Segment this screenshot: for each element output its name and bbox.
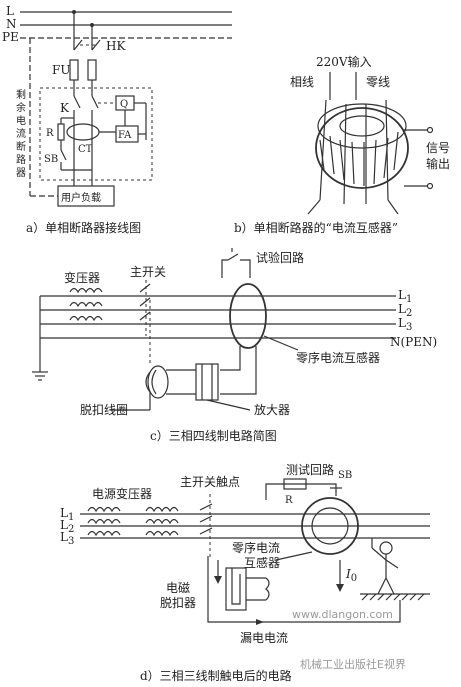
c-amplifier: 放大器 — [254, 402, 290, 417]
c-l2: L2 — [398, 302, 412, 319]
a-hk: HK — [106, 39, 126, 53]
svg-text:断: 断 — [16, 140, 26, 153]
a-q: Q — [120, 99, 128, 110]
d-em-2: 脱扣器 — [160, 595, 196, 610]
d-i0: I0 — [345, 567, 357, 584]
b-neutral: 零线 — [366, 75, 390, 89]
watermark: 机械工业出版社E视界 — [300, 657, 406, 671]
d-l2: L2 — [60, 518, 74, 535]
svg-text:剩: 剩 — [16, 88, 26, 101]
d-zero-seq-ct-1: 零序电流 — [232, 540, 280, 555]
a-k: K — [60, 101, 70, 115]
a-fu: FU — [52, 63, 70, 77]
b-phase: 相线 — [290, 75, 314, 89]
b-signal-2: 输出 — [426, 156, 450, 171]
d-power-transformer: 电源变压器 — [92, 486, 152, 501]
diagram-b: 220V输入 相线 零线 信号 输出 b）单相断路器的“电流互感器” — [234, 54, 450, 235]
c-caption: c）三相四线制电路简图 — [150, 428, 277, 443]
c-n-pen: N(PEN) — [390, 335, 437, 349]
diagram-a: L N PE HK FU 剩 余 电 流 断 路 器 — [2, 4, 232, 235]
a-caption: a）单相断路器接线图 — [26, 220, 141, 235]
svg-text:电: 电 — [16, 114, 26, 127]
svg-text:器: 器 — [16, 167, 26, 179]
a-fa: FA — [118, 130, 132, 141]
c-trip-coil: 脱扣线圈 — [80, 402, 128, 417]
d-main-contact: 主开关触点 — [180, 475, 240, 489]
d-l3: L3 — [60, 530, 74, 547]
a-load: 用户负载 — [61, 191, 101, 204]
svg-text:余: 余 — [16, 101, 26, 114]
c-zero-seq-ct: 零序电流互感器 — [296, 350, 380, 365]
c-l1: L1 — [398, 288, 412, 305]
d-test-loop: 测试回路 — [286, 462, 334, 477]
a-r: R — [46, 128, 54, 139]
b-caption: b）单相断路器的“电流互感器” — [234, 220, 398, 235]
diagram-c: 变压器 主开关 试验回路 L1 L2 L3 N(PEN) 零序电流互感器 — [32, 248, 437, 443]
svg-text:路: 路 — [16, 153, 26, 166]
a-line-n: N — [6, 17, 17, 31]
a-line-pe: PE — [2, 30, 19, 44]
c-test-loop: 试验回路 — [256, 250, 304, 265]
d-sb: SB — [338, 470, 352, 481]
b-input: 220V输入 — [316, 54, 372, 69]
c-transformer: 变压器 — [64, 270, 100, 285]
a-vertical-label: 剩 余 电 流 断 路 器 — [16, 88, 26, 179]
watermark-url: www.dlangon.com — [292, 608, 393, 621]
c-l3: L3 — [398, 316, 412, 333]
d-zero-seq-ct-2: 互感器 — [244, 555, 280, 570]
d-r: R — [285, 495, 293, 506]
a-sb: SB — [44, 154, 58, 165]
d-leak: 漏电电流 — [240, 631, 288, 645]
svg-text:流: 流 — [16, 127, 26, 140]
d-l1: L1 — [60, 506, 74, 523]
d-caption: d）三相三线制触电后的电路 — [140, 668, 292, 683]
c-main-switch: 主开关 — [130, 265, 166, 279]
diagram-d: 主开关触点 测试回路 SB 电源变压器 R L1 L2 L3 零序电流 互感器 — [60, 462, 430, 683]
d-em-1: 电磁 — [166, 580, 190, 595]
b-signal-1: 信号 — [426, 141, 450, 155]
a-ct: CT — [78, 144, 93, 155]
a-line-l: L — [6, 4, 14, 18]
